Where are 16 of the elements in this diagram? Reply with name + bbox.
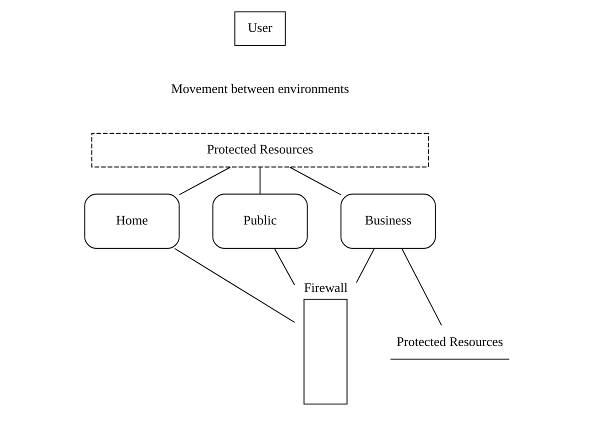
node-box: Business [340,194,436,249]
node-box: User [234,11,286,46]
node-label: Firewall [304,280,348,296]
connector [400,248,442,326]
connector [288,166,341,196]
connector [174,248,295,323]
node-box: Protected Resources [90,132,428,168]
node-text: Protected Resources [396,334,503,349]
connector [355,248,374,284]
node-box: Home [84,194,180,249]
connector [178,166,230,196]
connector [259,166,260,195]
node-box [303,298,347,405]
label: Movement between environments [170,80,349,96]
node-box: Public [212,194,308,249]
connector [274,248,295,286]
